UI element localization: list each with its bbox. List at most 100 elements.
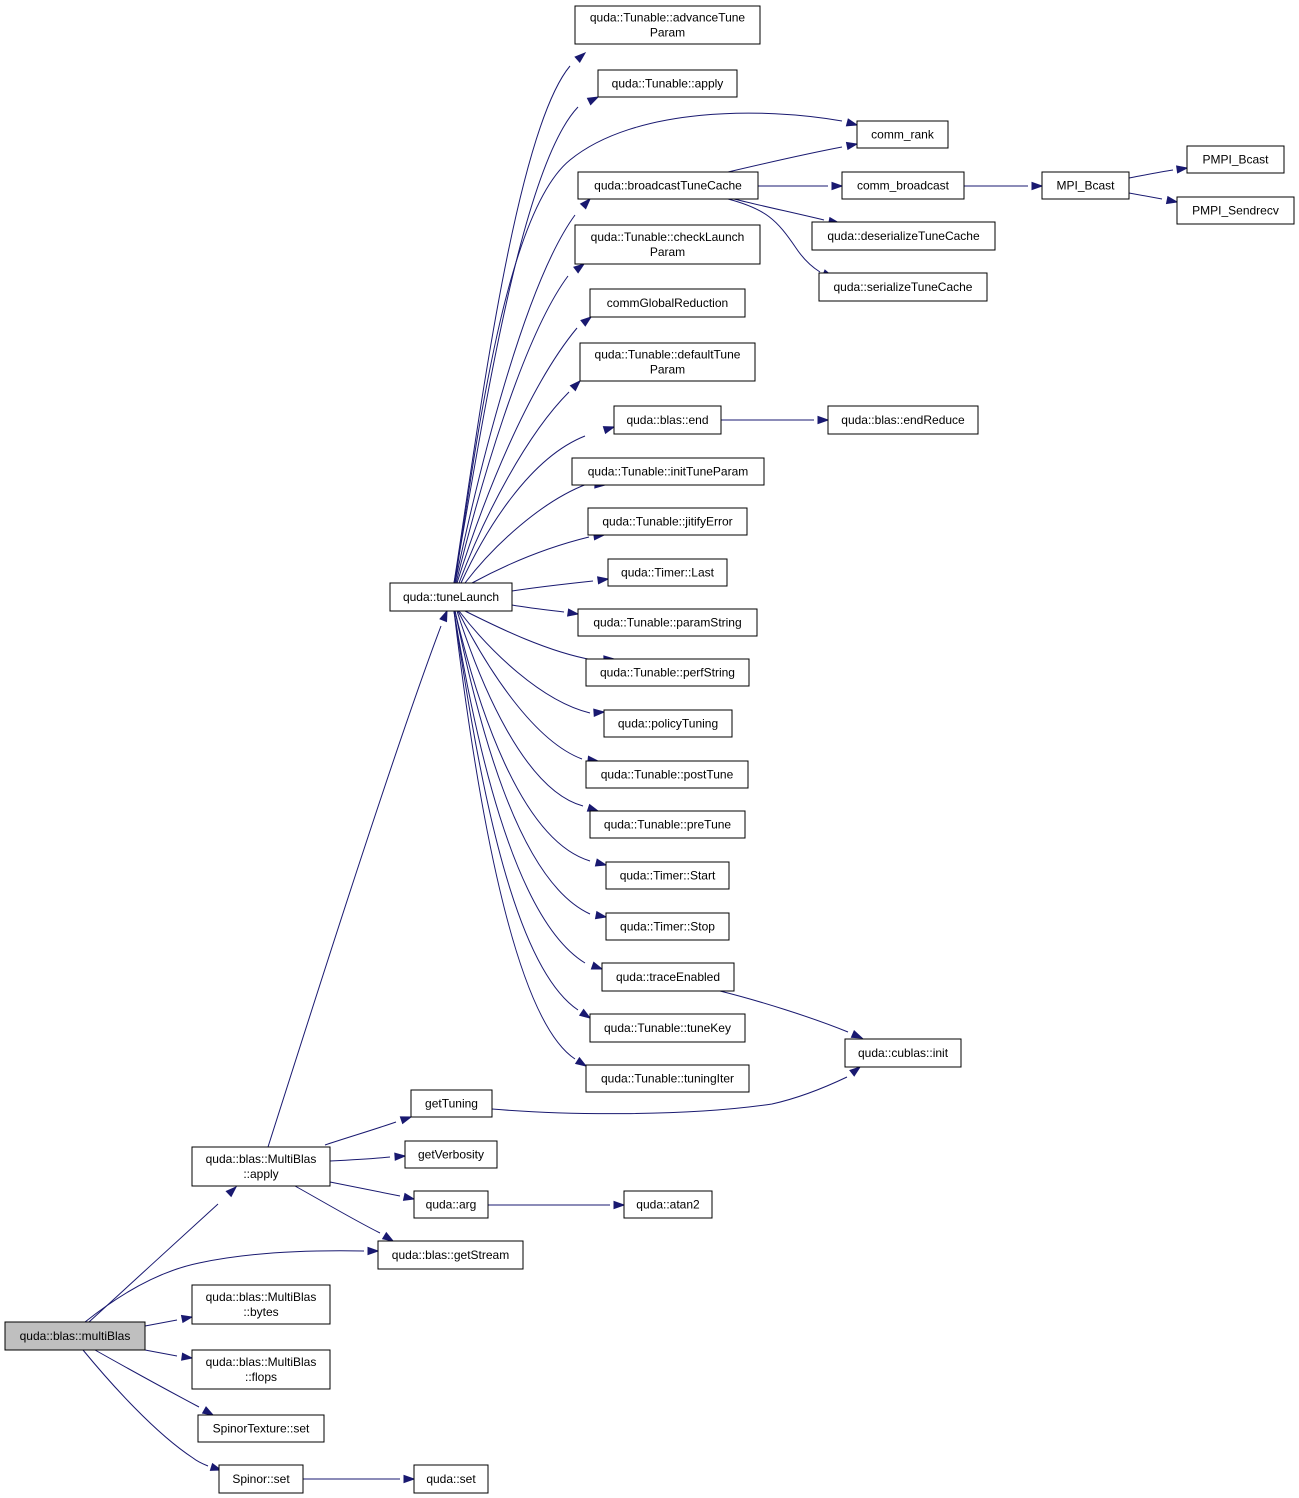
node-jitifyError[interactable]: quda::Tunable::jitifyError bbox=[587, 507, 748, 536]
arrowhead-icon bbox=[593, 708, 606, 717]
node-timerStart[interactable]: quda::Timer::Start bbox=[605, 861, 730, 890]
node-preTune[interactable]: quda::Tunable::preTune bbox=[589, 810, 746, 839]
node-box bbox=[1176, 196, 1295, 225]
node-box bbox=[841, 171, 965, 200]
edge-broadcastTuneCache-to-commBroadcast bbox=[758, 181, 844, 191]
node-label: quda::atan2 bbox=[636, 1198, 700, 1212]
node-spinorSet[interactable]: Spinor::set bbox=[218, 1464, 304, 1494]
node-getStream[interactable]: quda::blas::getStream bbox=[377, 1240, 524, 1270]
node-apply[interactable]: quda::blas::MultiBlas::apply bbox=[191, 1146, 331, 1187]
node-box bbox=[577, 171, 759, 200]
node-box bbox=[818, 272, 988, 302]
node-timerLast[interactable]: quda::Timer::Last bbox=[607, 558, 728, 587]
node-box bbox=[613, 405, 722, 435]
edge-line bbox=[456, 327, 578, 584]
edge-multiBlas-to-getStream bbox=[84, 1246, 380, 1323]
node-commBroadcast[interactable]: comm_broadcast bbox=[841, 171, 965, 200]
edge-tuneLaunch-to-tuneKey bbox=[453, 610, 592, 1019]
edge-line bbox=[457, 610, 583, 760]
node-mpiBcast[interactable]: MPI_Bcast bbox=[1041, 171, 1130, 200]
node-label: comm_rank bbox=[871, 128, 935, 142]
node-label: quda::Timer::Last bbox=[621, 566, 715, 580]
node-label: quda::blas::multiBlas bbox=[20, 1329, 131, 1343]
node-box bbox=[377, 1240, 524, 1270]
node-flops[interactable]: quda::blas::MultiBlas::flops bbox=[191, 1349, 331, 1390]
node-label: MPI_Bcast bbox=[1056, 179, 1115, 193]
node-box bbox=[585, 1064, 750, 1093]
node-initTuneParam[interactable]: quda::Tunable::initTuneParam bbox=[571, 457, 765, 486]
edge-line bbox=[456, 610, 584, 807]
node-tuneKey[interactable]: quda::Tunable::tuneKey bbox=[589, 1013, 746, 1043]
node-label: quda::Tunable::paramString bbox=[593, 616, 741, 630]
node-endReduce[interactable]: quda::blas::endReduce bbox=[827, 405, 979, 435]
edge-apply-to-getTuning bbox=[324, 1116, 413, 1146]
node-policyTuning[interactable]: quda::policyTuning bbox=[603, 709, 733, 738]
node-pmpiSendrecv[interactable]: PMPI_Sendrecv bbox=[1176, 196, 1295, 225]
node-pmpiBcast[interactable]: PMPI_Bcast bbox=[1186, 145, 1285, 174]
node-cublasInit[interactable]: quda::cublas::init bbox=[844, 1038, 962, 1068]
edge-line bbox=[453, 65, 571, 584]
node-label: getVerbosity bbox=[418, 1148, 484, 1162]
node-commGlobalReduction[interactable]: commGlobalReduction bbox=[589, 288, 746, 318]
edge-line bbox=[458, 391, 570, 584]
node-tuningIter[interactable]: quda::Tunable::tuningIter bbox=[585, 1064, 750, 1093]
arrowhead-icon bbox=[831, 181, 844, 191]
node-box bbox=[623, 1190, 713, 1219]
node-label: Spinor::set bbox=[232, 1472, 290, 1486]
edge-apply-to-getVerbosity bbox=[329, 1152, 407, 1162]
edge-line bbox=[464, 483, 588, 584]
edge-line bbox=[453, 610, 586, 964]
node-atan2[interactable]: quda::atan2 bbox=[623, 1190, 713, 1219]
node-broadcastTuneCache[interactable]: quda::broadcastTuneCache bbox=[577, 171, 759, 200]
node-tuneLaunch[interactable]: quda::tuneLaunch bbox=[389, 582, 513, 612]
node-getTuning[interactable]: getTuning bbox=[410, 1089, 493, 1118]
node-box bbox=[218, 1464, 304, 1494]
node-perfString[interactable]: quda::Tunable::perfString bbox=[585, 658, 750, 687]
arrowhead-icon bbox=[845, 118, 859, 127]
node-label: Param bbox=[650, 26, 685, 40]
arrowhead-icon bbox=[594, 910, 608, 920]
node-label: ::apply bbox=[243, 1167, 278, 1181]
edge-line bbox=[511, 580, 594, 592]
node-box bbox=[1041, 171, 1130, 200]
node-label: quda::broadcastTuneCache bbox=[594, 179, 742, 193]
edge-tuneLaunch-to-commGlobalReduction bbox=[456, 316, 593, 584]
node-box bbox=[589, 810, 746, 839]
node-label: quda::Tunable::perfString bbox=[600, 666, 735, 680]
node-box bbox=[404, 1140, 498, 1169]
edge-tuneLaunch-to-paramString bbox=[511, 604, 580, 617]
edge-line bbox=[294, 1185, 381, 1234]
edge-line bbox=[455, 275, 569, 584]
node-bytes[interactable]: quda::blas::MultiBlas::bytes bbox=[191, 1284, 331, 1325]
node-qudaSet[interactable]: quda::set bbox=[413, 1464, 489, 1494]
node-label: quda::Tunable::jitifyError bbox=[602, 515, 732, 529]
node-box bbox=[603, 709, 733, 738]
node-tunableApply[interactable]: quda::Tunable::apply bbox=[597, 69, 738, 98]
node-blasEnd[interactable]: quda::blas::end bbox=[613, 405, 722, 435]
arrowhead-icon bbox=[181, 1352, 194, 1361]
node-label: quda::Tunable::tuneKey bbox=[604, 1021, 731, 1035]
edge-line bbox=[464, 610, 594, 661]
node-serializeTuneCache[interactable]: quda::serializeTuneCache bbox=[818, 272, 988, 302]
node-box bbox=[844, 1038, 962, 1068]
node-getVerbosity[interactable]: getVerbosity bbox=[404, 1140, 498, 1169]
edge-broadcastTuneCache-to-deserializeTuneCache bbox=[733, 198, 841, 226]
node-deserializeTuneCache[interactable]: quda::deserializeTuneCache bbox=[811, 221, 996, 251]
node-timerStop[interactable]: quda::Timer::Stop bbox=[605, 912, 730, 941]
node-traceEnabled[interactable]: quda::traceEnabled bbox=[601, 962, 735, 992]
edge-tuneLaunch-to-timerStart bbox=[454, 610, 608, 867]
node-spinorTextureSet[interactable]: SpinorTexture::set bbox=[197, 1414, 325, 1443]
arrowhead-icon bbox=[1176, 165, 1189, 174]
arrowhead-icon bbox=[590, 961, 604, 970]
node-box bbox=[191, 1146, 331, 1187]
node-commRank[interactable]: comm_rank bbox=[856, 120, 949, 149]
node-paramString[interactable]: quda::Tunable::paramString bbox=[577, 608, 758, 637]
node-arg[interactable]: quda::arg bbox=[413, 1190, 489, 1219]
node-postTune[interactable]: quda::Tunable::postTune bbox=[585, 760, 749, 789]
edge-line bbox=[453, 106, 579, 584]
edge-line bbox=[453, 610, 576, 1060]
edge-line bbox=[84, 1250, 365, 1323]
